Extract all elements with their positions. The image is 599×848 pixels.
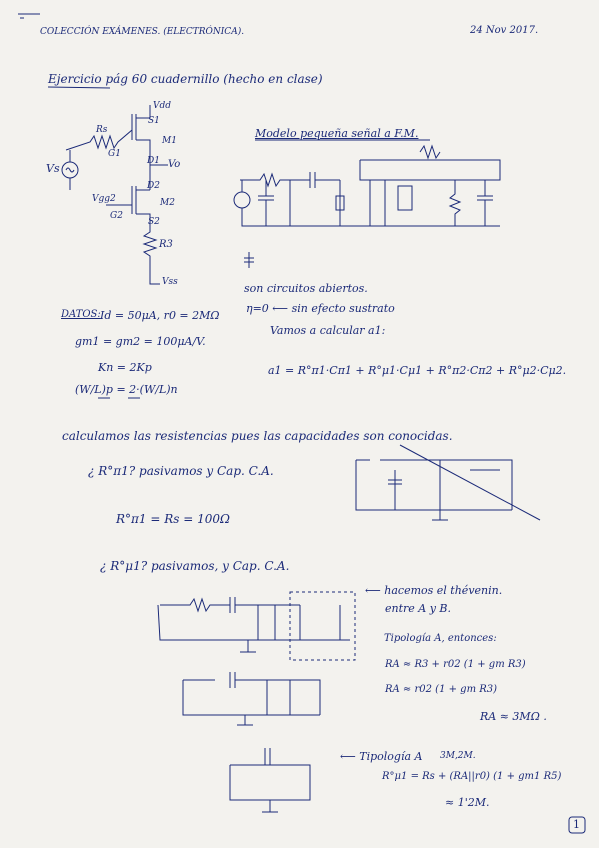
question-2: ¿ R°μ1? pasivamos, y Cap. C.A. — [100, 559, 290, 573]
topology2-label: ⟵ Tipología A — [340, 750, 423, 763]
s1-label: S1 — [148, 116, 160, 126]
vss-label: Vss — [162, 277, 178, 287]
topology2-formula: R°μ1 = Rs + (RA||r0) (1 + gm1 R5) — [382, 771, 562, 782]
header-title: COLECCIÓN EXÁMENES. (ELECTRÓNICA). — [40, 27, 245, 37]
g2-label: G2 — [110, 211, 123, 221]
exercise-title: Ejercicio pág 60 cuadernillo (hecho en c… — [48, 72, 323, 86]
vo-label: Vo — [168, 159, 181, 170]
calc-a1-formula: a1 = R°π1·Cπ1 + R°μ1·Cμ1 + R°π2·Cπ2 + R°… — [268, 364, 567, 377]
question-1: ¿ R°π1? pasivamos y Cap. C.A. — [88, 464, 274, 478]
circuit-q2 — [157, 591, 356, 813]
s2-label: S2 — [148, 217, 160, 227]
topology-line1: Tipología A, entonces: — [384, 633, 497, 644]
circuit-q1 — [355, 444, 541, 521]
legend-open: son circuitos abiertos. — [244, 282, 368, 295]
circuit-model — [233, 144, 501, 268]
data-line4: (W/L)p = 2·(W/L)n — [75, 383, 178, 396]
legend-miller: η=0 ⟵ sin efecto sustrato — [246, 302, 395, 315]
vs-label: Vs — [46, 162, 60, 175]
thevenin-line2: entre A y B. — [385, 602, 452, 615]
circuit-1 — [61, 105, 168, 285]
data-line3: Kn = 2Kp — [98, 361, 152, 374]
topology-line2: RA ≈ R3 + r02 (1 + gm R3) — [385, 659, 526, 670]
question-1-result: R°π1 = Rs = 100Ω — [116, 512, 230, 526]
header-date: 24 Nov 2017. — [470, 25, 539, 36]
m1-label: M1 — [162, 136, 177, 146]
r3-label: R3 — [159, 239, 173, 250]
calc-resistances: calculamos las resistencias pues las cap… — [62, 429, 453, 443]
rs-label: Rs — [96, 125, 108, 135]
d2-label: D2 — [147, 181, 160, 191]
topology-line4: RA ≈ 3MΩ . — [480, 710, 547, 723]
data-label: DATOS: — [61, 309, 101, 320]
topology2-approx: ≈ 1'2M. — [445, 796, 490, 809]
topology2-note: 3M,2M. — [440, 751, 476, 761]
data-line1: Id = 50μA, r0 = 2MΩ — [100, 309, 220, 322]
thevenin-line1: ⟵ hacemos el thévenin. — [365, 584, 503, 597]
d1-label: D1 — [147, 156, 160, 166]
page-number: 1 — [573, 818, 580, 831]
topology-line3: RA ≈ r02 (1 + gm R3) — [385, 684, 498, 695]
calc-a1-intro: Vamos a calcular a1: — [270, 324, 386, 337]
vdd-label: Vdd — [153, 101, 172, 111]
vgg-label: Vgg2 — [92, 194, 116, 204]
m2-label: M2 — [160, 198, 175, 208]
g1-label: G1 — [108, 149, 121, 159]
data-line2: gm1 = gm2 = 100μA/V. — [75, 335, 206, 348]
model-title: Modelo pequeña señal a F.M. — [255, 127, 419, 140]
